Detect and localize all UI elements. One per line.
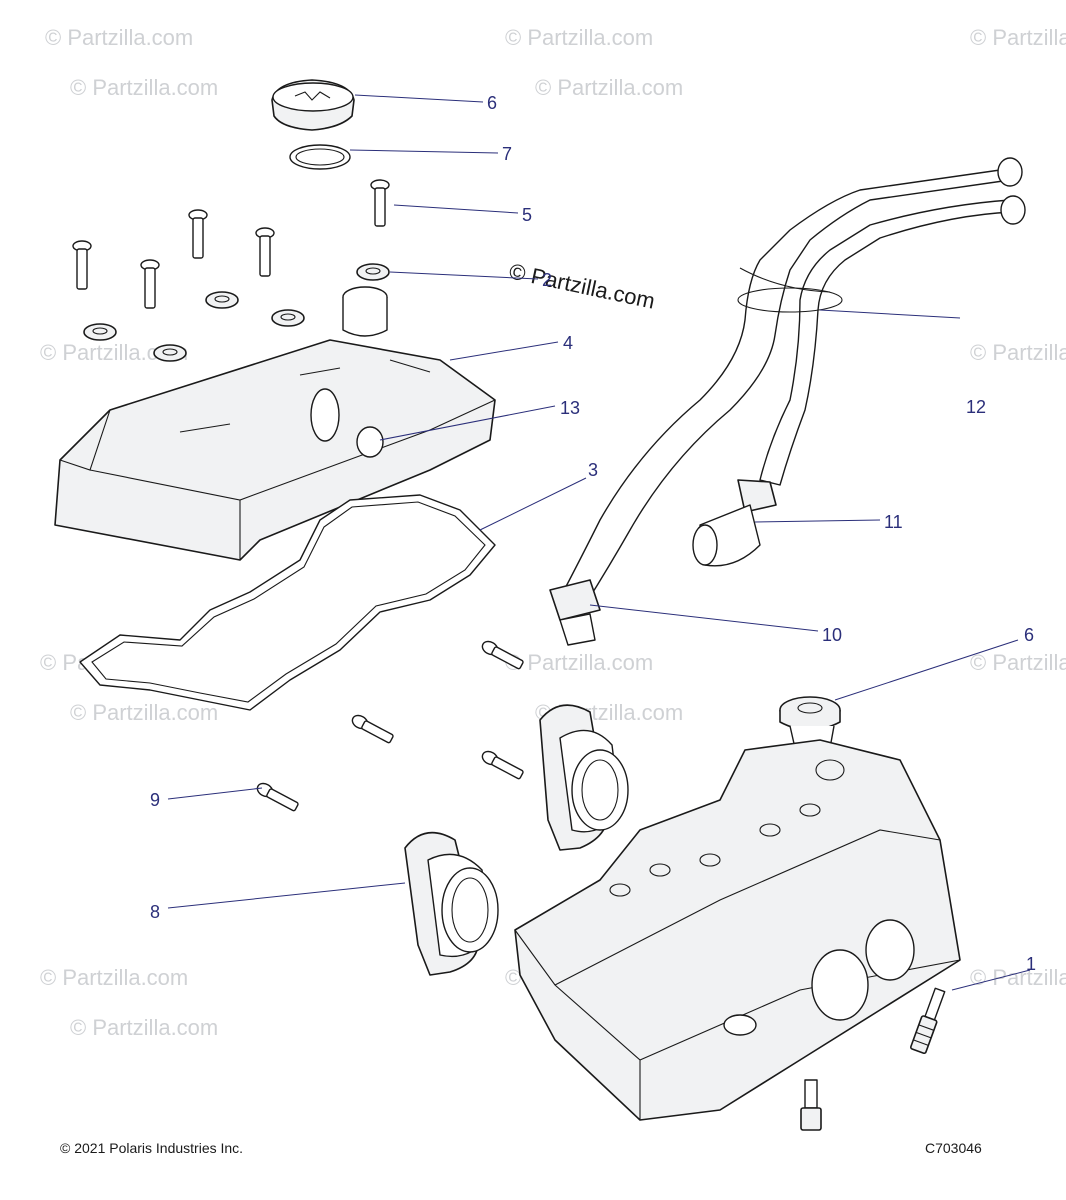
leader-line [951, 969, 1031, 991]
watermark-text: © Partzilla.com [970, 965, 1066, 990]
watermark-text: © Partzilla.com [70, 1015, 218, 1040]
cylinder-head [514, 739, 961, 1121]
fuel-injector-upper [692, 479, 777, 567]
watermark-text: © Partzilla.com [970, 25, 1066, 50]
leader-line [589, 604, 819, 632]
grommets [83, 263, 390, 362]
leader-line [393, 204, 519, 214]
watermark-text: © Partzilla.com [45, 25, 193, 50]
watermark-text: © Partzilla.com [70, 700, 218, 725]
leader-line [167, 882, 406, 909]
watermark-text: © Partzilla.com [505, 25, 653, 50]
fuel-rails [559, 157, 1026, 606]
o-ring [289, 144, 351, 170]
leader-line [167, 787, 263, 800]
callout-9: 9 [150, 790, 160, 810]
callout-11: 11 [884, 512, 903, 532]
watermark-text: © Partzilla.com [970, 340, 1066, 365]
callout-12: 12 [966, 397, 986, 417]
callout-4: 4 [563, 333, 573, 353]
callout-2: 2 [542, 270, 552, 290]
watermark-text: © Partzilla.com [70, 75, 218, 100]
callout-1: 1 [1026, 954, 1036, 974]
oil-filler-cap [271, 79, 355, 131]
leader-line [834, 639, 1019, 701]
leader-lines [167, 94, 1031, 991]
callout-13: 13 [560, 398, 580, 418]
leader-line [389, 271, 539, 280]
callout-10: 10 [822, 625, 842, 645]
spark-plug-lower [800, 1079, 822, 1131]
copyright-text: © 2021 Polaris Industries Inc. [60, 1140, 244, 1156]
callout-8: 8 [150, 902, 160, 922]
valve-cover [54, 286, 496, 561]
callout-7: 7 [502, 144, 512, 164]
watermark-text: © Partzilla.com [505, 650, 653, 675]
spark-plug-right [910, 987, 946, 1055]
intake-boot-lower [404, 831, 499, 976]
callout-6: 6 [487, 93, 497, 113]
valve-cover-gasket [79, 494, 496, 711]
leader-line [819, 309, 961, 319]
drawing-id: C703046 [925, 1140, 982, 1156]
leader-line [479, 477, 587, 531]
watermark-text: © Partzilla.com [535, 75, 683, 100]
cover-bolts [72, 179, 390, 309]
watermark-text: © Partzilla.com [40, 965, 188, 990]
center-watermark: © Partzilla.com [507, 258, 657, 313]
leader-line [449, 341, 559, 361]
leader-line [349, 149, 499, 154]
leader-line [754, 519, 881, 523]
callout-6-lower: 6 [1024, 625, 1034, 645]
intake-boot-upper [539, 704, 629, 851]
leader-line [354, 94, 484, 103]
callout-5: 5 [522, 205, 532, 225]
watermark-text: © Partzilla.com [970, 650, 1066, 675]
leader-line [379, 405, 556, 441]
intake-bolts [256, 640, 524, 812]
callouts: 6 7 5 2 4 13 3 12 11 10 6 9 8 1 [150, 93, 1036, 974]
fuel-injector-lower [549, 579, 601, 646]
oil-filler-plug [779, 696, 841, 753]
callout-3: 3 [588, 460, 598, 480]
